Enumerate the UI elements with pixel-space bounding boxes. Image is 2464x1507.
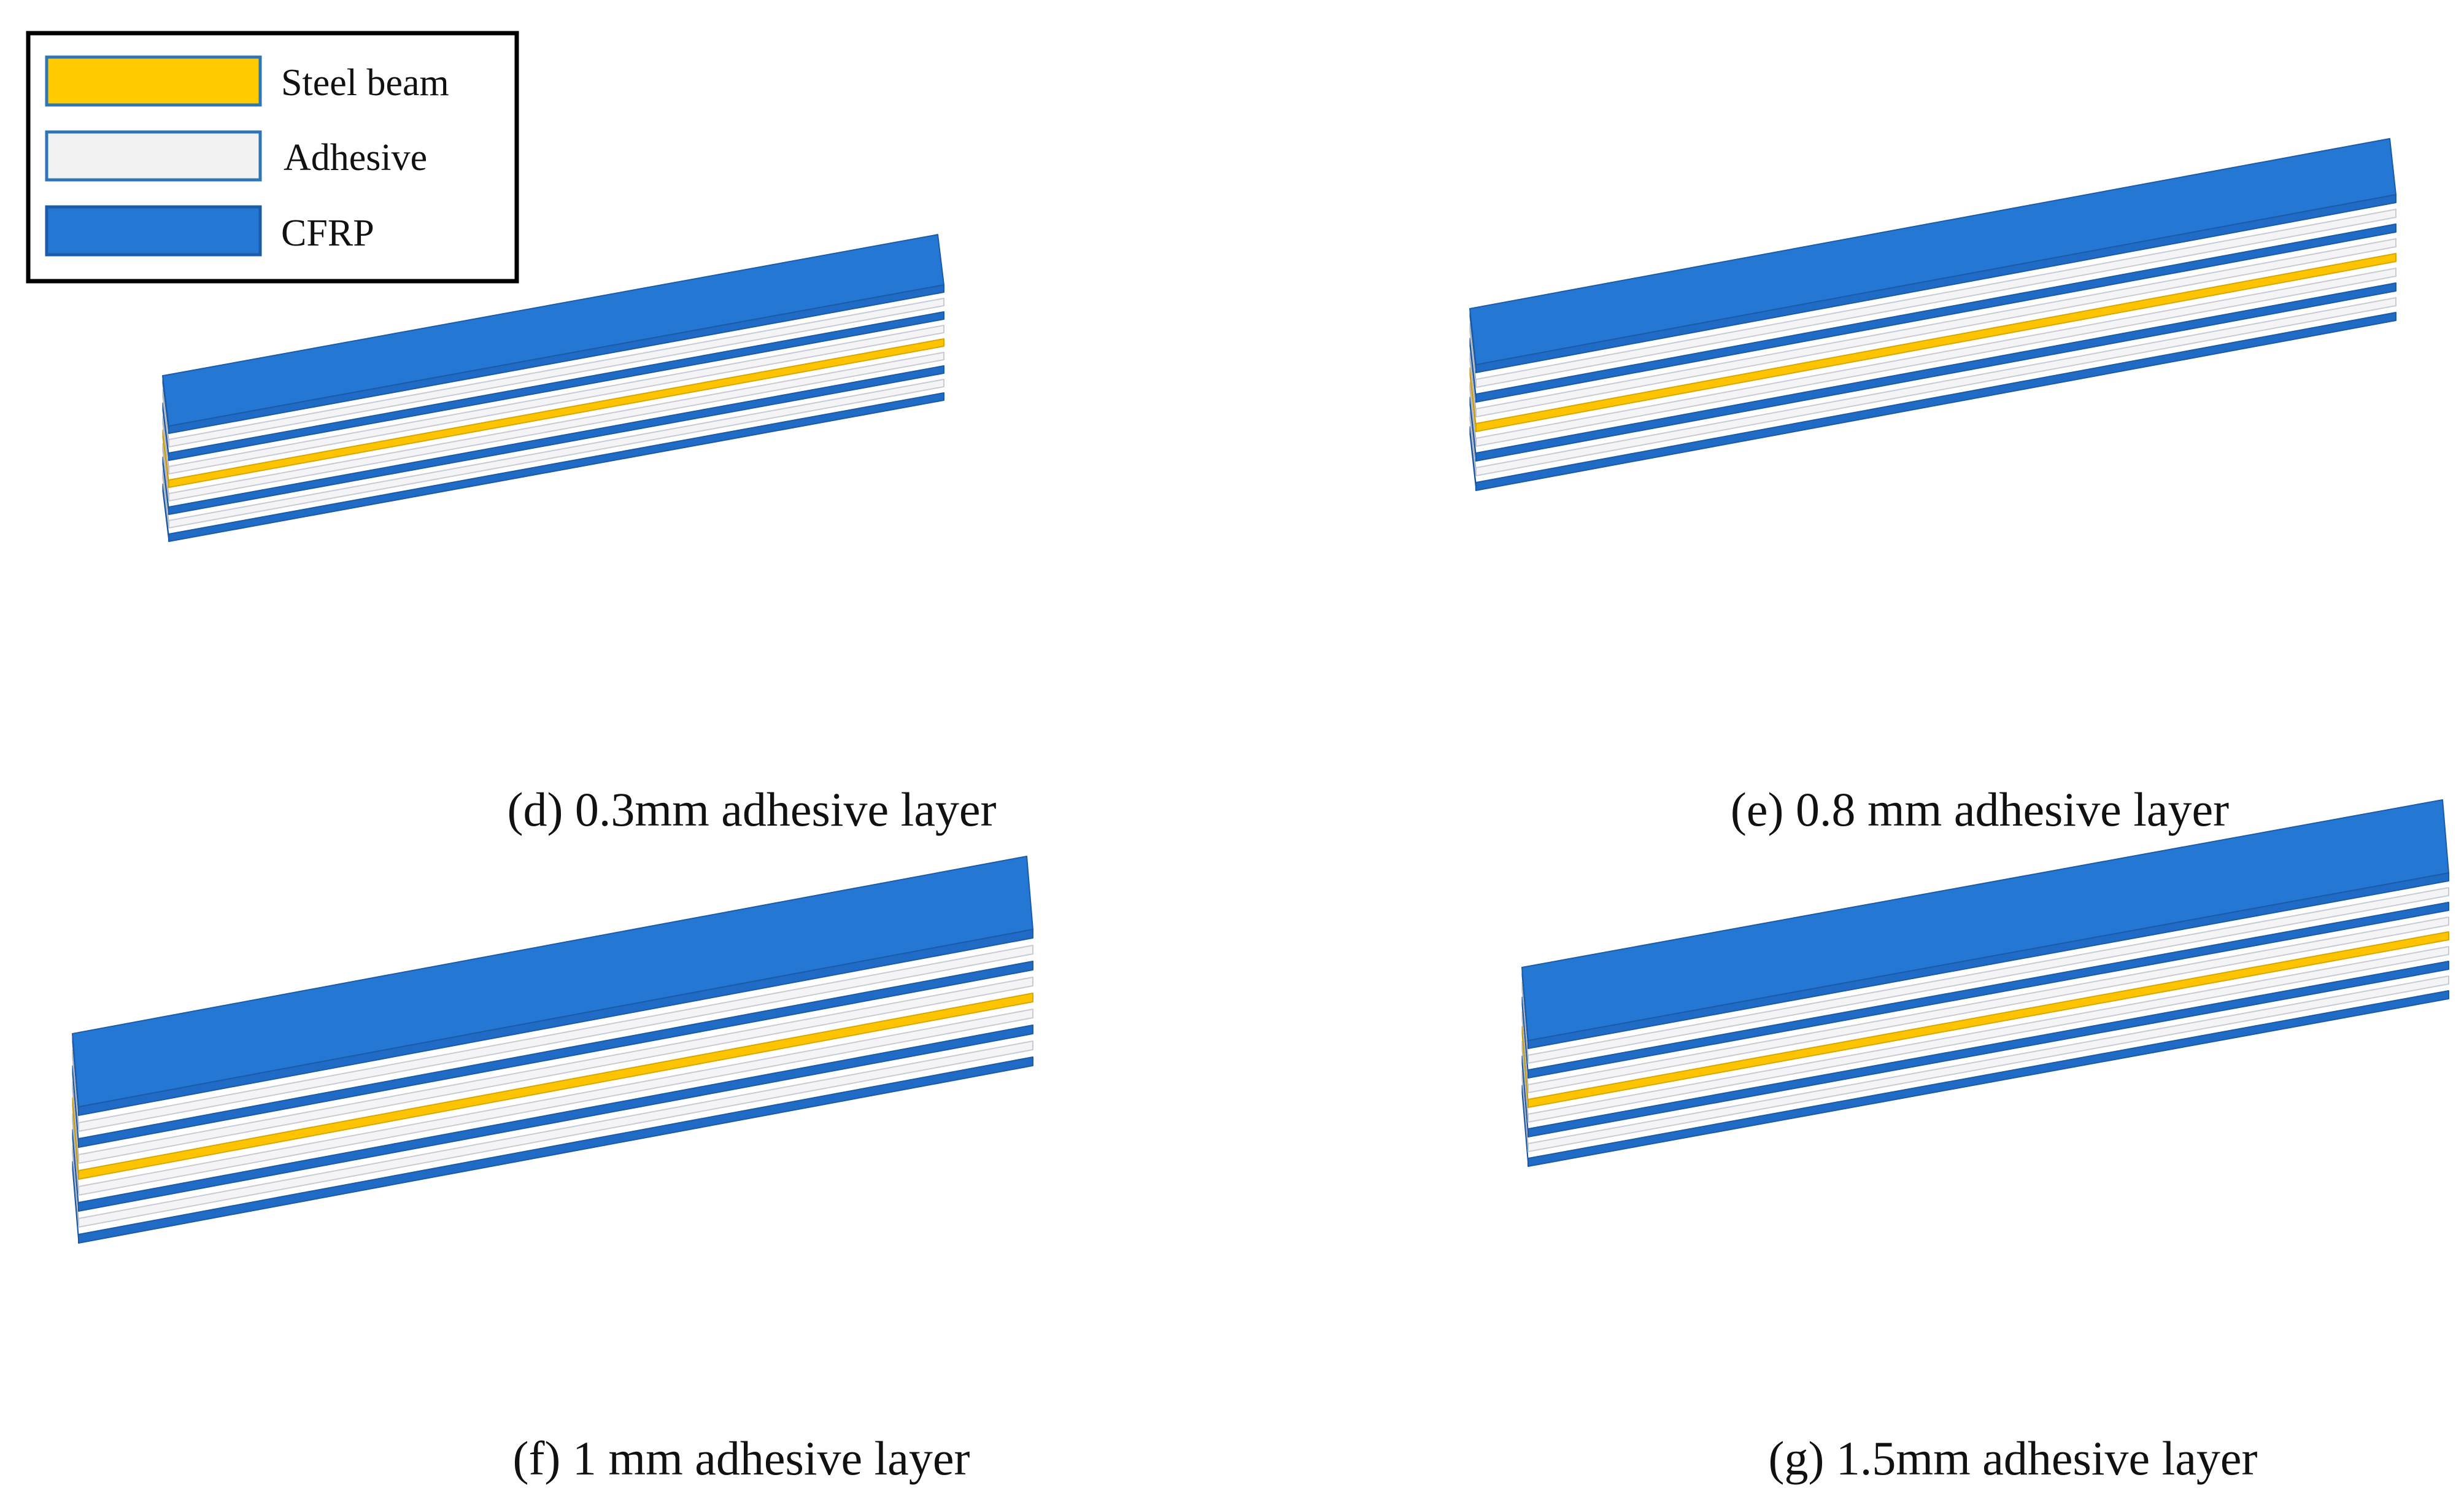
layer-cfrp bbox=[78, 1025, 1033, 1212]
legend-label-steel-beam: Steel beam bbox=[281, 62, 449, 104]
layer-cfrp bbox=[1527, 990, 2449, 1167]
layer-cfrp bbox=[1475, 312, 2396, 491]
layer-cfrp bbox=[1527, 961, 2449, 1137]
panel-f-stack bbox=[72, 855, 1033, 1244]
legend-item-cfrp: CFRP bbox=[45, 205, 374, 257]
layer-cfrp bbox=[78, 961, 1033, 1148]
layer-adhesive bbox=[168, 352, 944, 502]
legend-swatch-cfrp bbox=[45, 205, 262, 257]
layer-adhesive bbox=[1475, 209, 2396, 388]
stack-top-surface bbox=[1469, 138, 2396, 365]
stack-top-surface bbox=[72, 855, 1033, 1107]
legend-label-cfrp: CFRP bbox=[281, 212, 374, 254]
legend-label-adhesive: Adhesive bbox=[284, 137, 427, 179]
legend-swatch-adhesive bbox=[45, 130, 262, 182]
panel-d-stack bbox=[162, 234, 944, 542]
panel-e-caption: (e) 0.8 mm adhesive layer bbox=[1731, 783, 2229, 836]
legend: Steel beam Adhesive CFRP bbox=[26, 31, 519, 284]
layer-cfrp bbox=[168, 311, 944, 461]
layer-adhesive bbox=[1475, 268, 2396, 447]
legend-item-adhesive: Adhesive bbox=[45, 130, 427, 182]
layer-cfrp bbox=[168, 392, 944, 542]
layer-cfrp bbox=[78, 1056, 1033, 1244]
legend-swatch-steel-beam bbox=[45, 55, 262, 107]
layer-cfrp bbox=[1475, 223, 2396, 403]
stack-top-surface bbox=[1521, 799, 2449, 1041]
layer-adhesive bbox=[1527, 887, 2449, 1064]
panel-g: (g) 1.5mm adhesive layer bbox=[1521, 799, 2449, 1485]
layer-adhesive bbox=[168, 379, 944, 529]
panel-g-caption: (g) 1.5mm adhesive layer bbox=[1768, 1431, 2257, 1485]
layer-adhesive bbox=[1475, 238, 2396, 417]
layer-cfrp bbox=[1475, 282, 2396, 462]
panel-d-caption: (d) 0.3mm adhesive layer bbox=[507, 783, 996, 836]
layer-adhesive bbox=[78, 977, 1033, 1164]
layer-steel bbox=[168, 338, 944, 488]
layer-adhesive bbox=[168, 325, 944, 475]
layer-adhesive bbox=[78, 945, 1033, 1132]
panel-d: (d) 0.3mm adhesive layer bbox=[162, 234, 997, 836]
layer-steel bbox=[1527, 931, 2449, 1108]
panel-e: (e) 0.8 mm adhesive layer bbox=[1469, 138, 2396, 836]
layer-adhesive bbox=[78, 1009, 1033, 1196]
layer-steel bbox=[1475, 253, 2396, 432]
panel-f: (f) 1 mm adhesive layer bbox=[72, 855, 1033, 1485]
layer-adhesive bbox=[78, 1040, 1033, 1228]
stack-top-surface bbox=[162, 234, 944, 427]
layer-steel bbox=[78, 993, 1033, 1180]
layer-adhesive bbox=[1527, 975, 2449, 1152]
legend-item-steel-beam: Steel beam bbox=[45, 55, 449, 107]
layer-adhesive bbox=[1527, 946, 2449, 1123]
layer-adhesive bbox=[1527, 916, 2449, 1093]
panel-f-caption: (f) 1 mm adhesive layer bbox=[512, 1431, 970, 1485]
panel-g-stack bbox=[1521, 799, 2449, 1167]
layer-adhesive bbox=[1475, 297, 2396, 476]
panel-e-stack bbox=[1469, 138, 2396, 491]
layer-cfrp bbox=[168, 365, 944, 515]
layer-adhesive bbox=[168, 298, 944, 447]
layer-cfrp bbox=[1527, 902, 2449, 1079]
